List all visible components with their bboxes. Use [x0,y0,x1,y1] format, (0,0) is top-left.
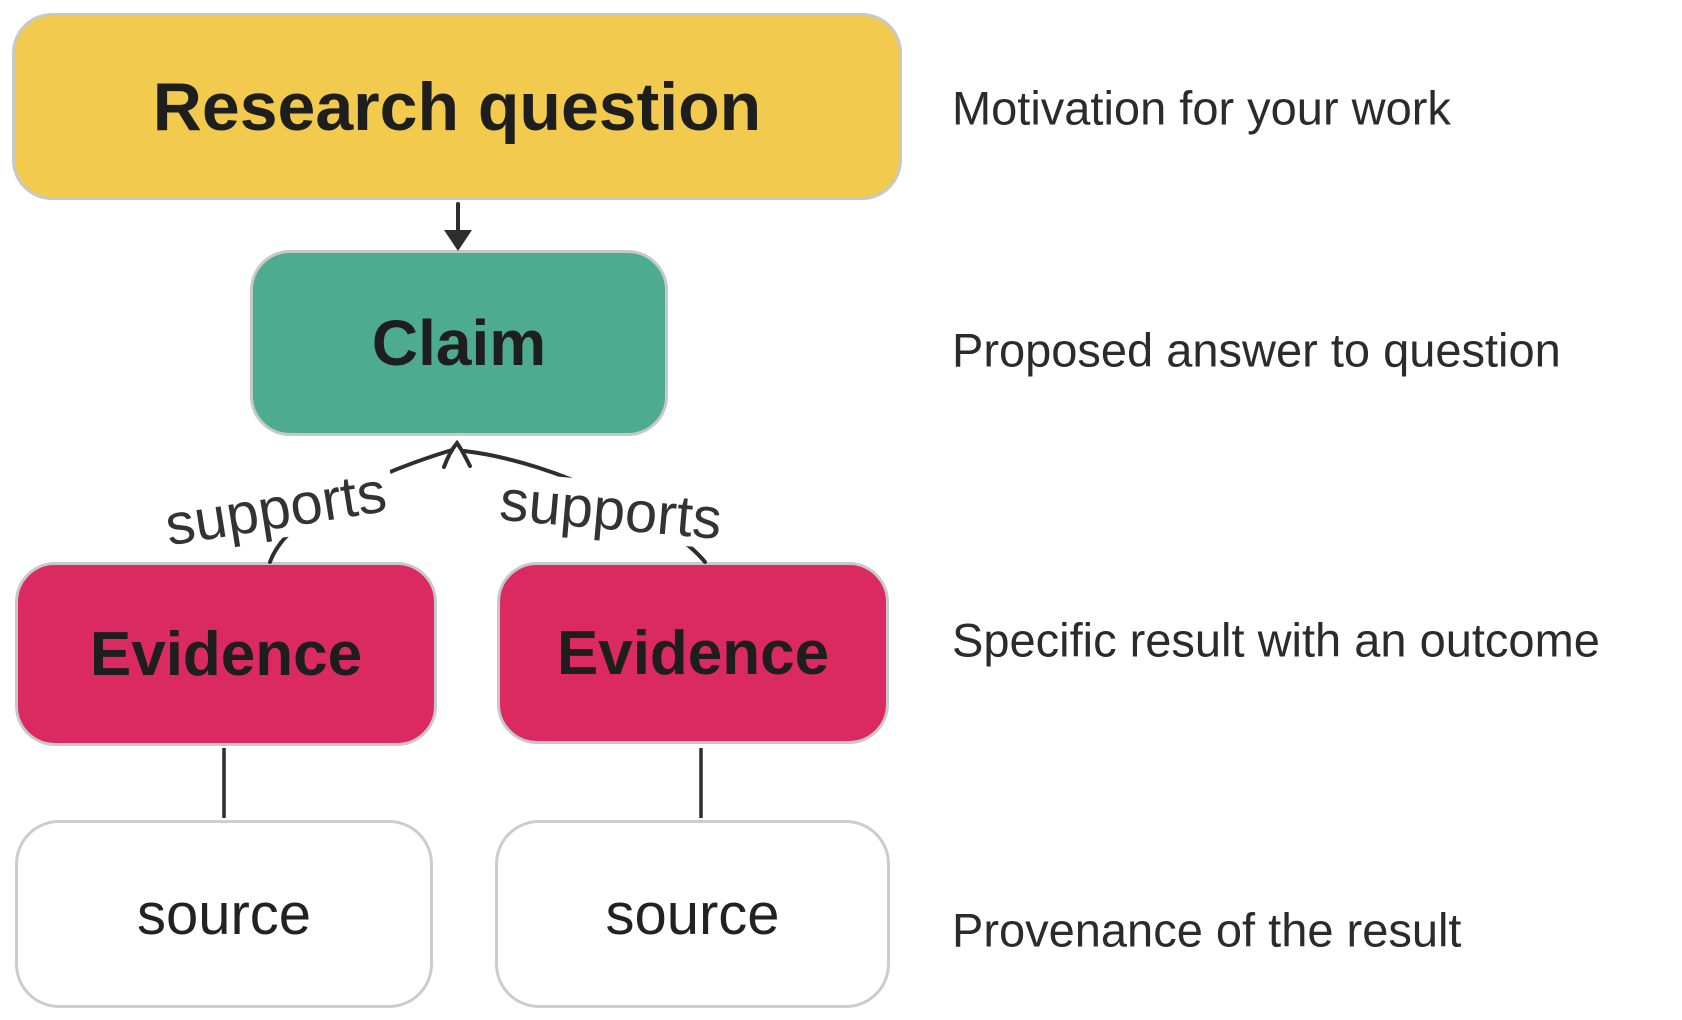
annotation-claim: Proposed answer to question [952,323,1561,377]
source-node-right: source [495,820,890,1008]
research-question-node: Research question [12,13,902,200]
annotation-source: Provenance of the result [952,903,1462,957]
supports-label-right: supports [489,468,733,552]
supports-arrowhead-icon [442,439,472,469]
evidence-node-right: Evidence [497,562,889,744]
research-question-label: Research question [152,68,762,145]
claim-label: Claim [371,307,547,379]
claim-node: Claim [250,250,668,436]
source-right-label: source [605,881,780,947]
supports-label-left: supports [153,459,399,558]
source-node-left: source [15,820,433,1008]
evidence-node-left: Evidence [15,562,437,746]
evidence-left-label: Evidence [89,619,363,689]
flow-arrowhead-icon [444,230,472,251]
evidence-right-label: Evidence [556,618,830,688]
source-left-label: source [136,881,312,947]
annotation-research-question: Motivation for your work [952,81,1451,135]
annotation-evidence: Specific result with an outcome [952,613,1600,667]
